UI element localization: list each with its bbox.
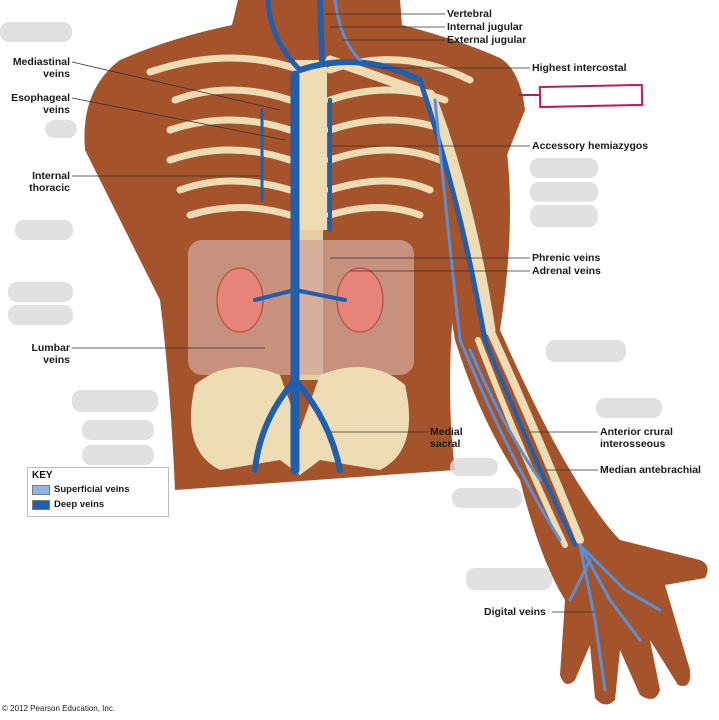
label-median-antebrachial: Median antebrachial: [600, 464, 701, 476]
label-accessory-hemiazygos: Accessory hemiazygos: [532, 140, 649, 152]
answer-blank: [15, 220, 73, 240]
arm-body: [420, 90, 708, 705]
label-vertebral: Vertebral: [447, 8, 492, 20]
label-internal-thoracic-line1: Internal: [32, 170, 70, 182]
ribcage: [146, 54, 474, 219]
label-mediastinal-line2: veins: [43, 68, 70, 80]
label-medial-sacral-line2: sacral: [430, 438, 461, 450]
answer-blank: [45, 120, 77, 138]
answer-blank: [450, 458, 498, 476]
sternum: [295, 60, 327, 230]
answer-blank: [8, 305, 73, 325]
answer-blank: [530, 182, 598, 202]
answer-blank: [530, 158, 598, 178]
copyright-notice: © 2012 Pearson Education, Inc.: [2, 704, 116, 713]
pelvis: [190, 367, 410, 475]
label-anterior-crural-line2: interosseous: [600, 438, 666, 450]
label-internal-jugular: Internal jugular: [447, 21, 523, 33]
label-internal-thoracic-line2: thoracic: [29, 182, 70, 194]
label-highest-intercostal: Highest intercostal: [532, 62, 627, 74]
answer-blank: [546, 340, 626, 362]
answer-blank: [452, 488, 522, 508]
answer-blank: [82, 445, 154, 465]
label-phrenic-veins: Phrenic veins: [532, 252, 601, 264]
legend-key: KEY Superficial veins Deep veins: [27, 467, 169, 517]
answer-blank: [72, 390, 158, 412]
answer-blank: [82, 420, 154, 440]
label-anterior-crural-line1: Anterior crural: [600, 426, 673, 438]
answer-blank: [0, 22, 72, 42]
answer-blank: [530, 205, 598, 227]
label-digital-veins: Digital veins: [484, 606, 546, 618]
arm-bones: [325, 55, 584, 548]
label-esophageal-line1: Esophageal: [11, 92, 70, 104]
answer-blank: [8, 282, 73, 302]
label-esophageal-line2: veins: [43, 104, 70, 116]
answer-blank: [596, 398, 662, 418]
deep-veins-swatch: [32, 500, 50, 510]
legend-superficial-label: Superficial veins: [54, 484, 130, 495]
legend-title: KEY: [32, 470, 53, 481]
label-external-jugular: External jugular: [447, 34, 527, 46]
label-medial-sacral-line1: Medial: [430, 426, 463, 438]
answer-blank: [466, 568, 552, 590]
label-lumbar-line1: Lumbar: [31, 342, 70, 354]
superficial-veins: [333, 0, 662, 692]
deep-veins: [252, 0, 577, 547]
highlight-box: [518, 83, 644, 109]
superficial-veins-swatch: [32, 485, 50, 495]
leader-lines: [71, 13, 598, 613]
label-adrenal-veins: Adrenal veins: [532, 265, 601, 277]
label-lumbar-line2: veins: [43, 354, 70, 366]
legend-deep-label: Deep veins: [54, 499, 105, 510]
label-mediastinal-line1: Mediastinal: [12, 56, 70, 68]
